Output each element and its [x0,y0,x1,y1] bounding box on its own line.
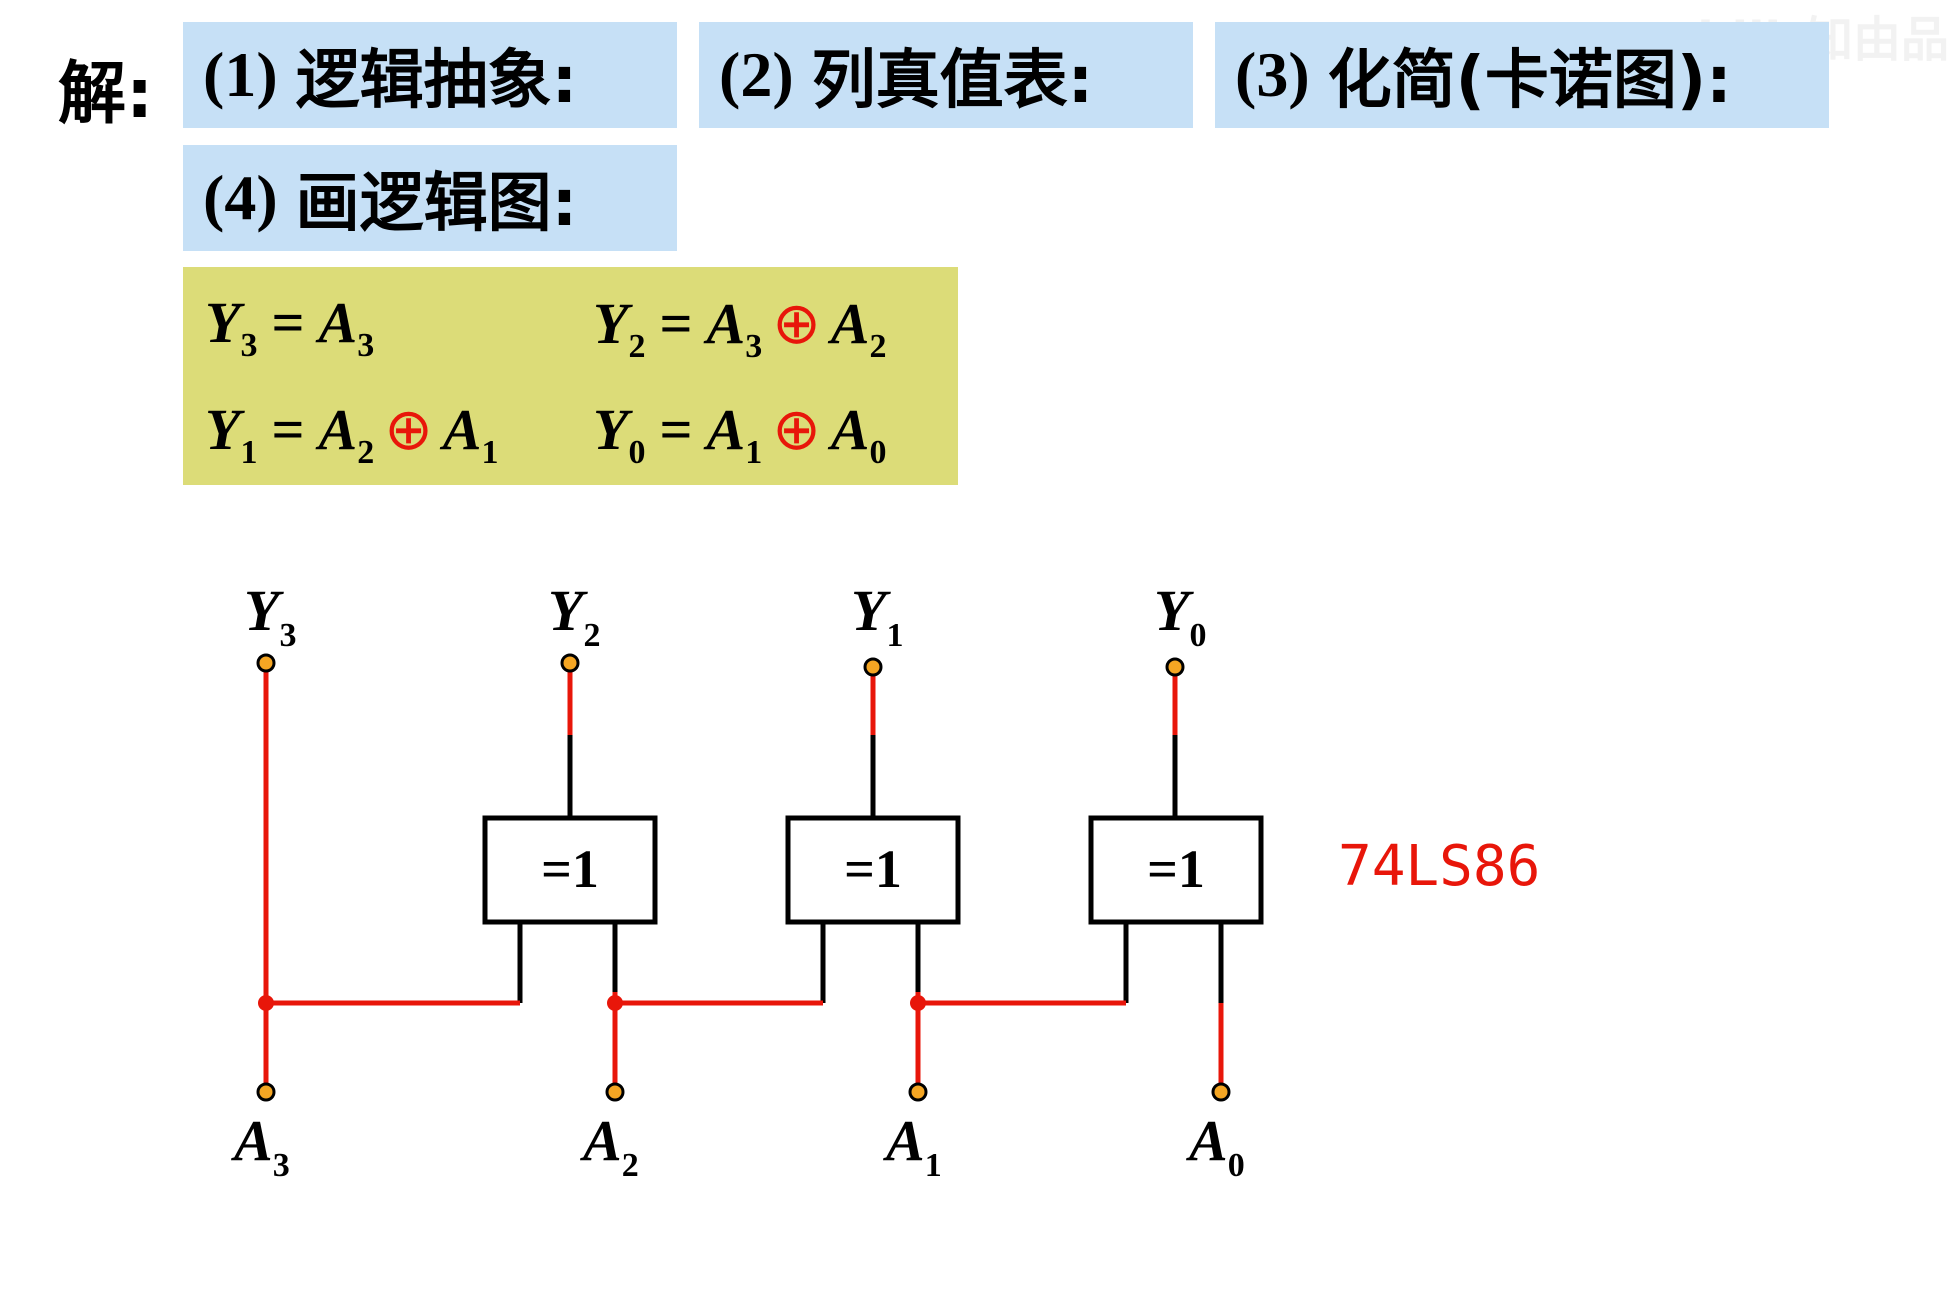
label-y2: Y2 [548,578,600,654]
terminal-y1 [863,657,883,677]
output-labels: Y3 Y2 Y1 Y0 [244,578,1206,654]
label-a1: A1 [883,1108,942,1184]
step-4-draw-logic-diagram: (4) 画逻辑图: [183,145,677,251]
wires-black [517,735,1224,1003]
step-number: (1) [203,39,278,110]
step-2-truth-table: (2) 列真值表: [699,22,1193,128]
solve-label: 解: [58,55,154,134]
gate-label: =1 [541,839,599,899]
junction-dots [258,995,926,1011]
gate-label: =1 [844,839,902,899]
step-1-logic-abstraction: (1) 逻辑抽象: [183,22,677,128]
terminal-a2 [605,1082,625,1102]
wires-red [263,663,1224,1092]
xor-gate-1: =1 [482,815,658,925]
label-a2: A2 [580,1108,639,1184]
terminals [256,653,1231,1102]
junction-a3 [258,995,274,1011]
xor-symbol: ⊕ [772,397,821,462]
formula-box: Y3=A3 Y2=A3⊕A2 Y1=A2⊕A1 Y0=A1⊕A0 [183,267,958,485]
step-text: 逻辑抽象: [295,44,578,118]
formula-y0: Y0=A1⊕A0 [593,397,887,471]
formula-y2: Y2=A3⊕A2 [593,291,887,365]
xor-gate-3: =1 [1088,815,1264,925]
step-text: 画逻辑图: [295,167,578,241]
terminal-a0 [1211,1082,1231,1102]
label-y1: Y1 [851,578,903,654]
terminal-y0 [1165,657,1185,677]
step-number: (3) [1235,39,1310,110]
handwritten-chip-annotation: 74LS86 [1338,834,1540,899]
terminal-a3 [256,1082,276,1102]
step-number: (2) [719,39,794,110]
gate-label: =1 [1147,839,1205,899]
step-text: 化简(卡诺图): [1327,44,1732,118]
terminal-y2 [560,653,580,673]
xor-symbol: ⊕ [384,397,433,462]
junction-a2 [607,995,623,1011]
label-y3: Y3 [244,578,296,654]
label-a0: A0 [1186,1108,1245,1184]
formula-y1: Y1=A2⊕A1 [205,397,499,471]
terminal-y3 [256,653,276,673]
label-y0: Y0 [1154,578,1206,654]
step-number: (4) [203,162,278,233]
label-a3: A3 [231,1108,290,1184]
step-text: 列真值表: [811,44,1094,118]
input-labels: A3 A2 A1 A0 [231,1108,1245,1184]
xor-gate-2: =1 [785,815,961,925]
xor-symbol: ⊕ [772,291,821,356]
formula-y3: Y3=A3 [205,290,375,364]
junction-a1 [910,995,926,1011]
step-3-simplify-kmap: (3) 化简(卡诺图): [1215,22,1829,128]
terminal-a1 [908,1082,928,1102]
